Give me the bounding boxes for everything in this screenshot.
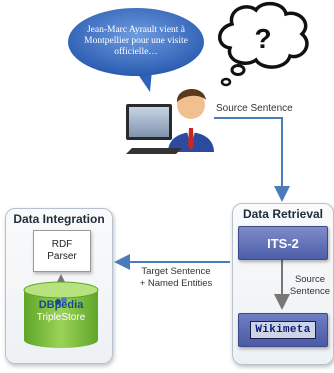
output-flow-line2: + Named Entities xyxy=(139,278,213,289)
rdf-parser-box: RDF Parser xyxy=(33,230,91,272)
rdf-parser-line1: RDF xyxy=(51,239,73,250)
triplestore-label: TripleStore xyxy=(36,312,86,323)
triplestore-label-group: DBpedia TripleStore xyxy=(24,299,98,324)
its2-box: ITS-2 xyxy=(238,226,328,260)
wikimeta-logo: Wikimeta xyxy=(250,321,316,339)
output-flow-label: Target Sentence + Named Entities xyxy=(124,266,228,290)
source-sentence-caption: Source Sentence xyxy=(216,103,293,114)
data-retrieval-title: Data Retrieval xyxy=(242,207,324,221)
speech-bubble-text: Jean-Marc Ayrault vient à Montpellier po… xyxy=(84,24,188,57)
wikimeta-box: Wikimeta xyxy=(238,313,328,347)
user-at-computer-icon xyxy=(126,88,214,154)
dbpedia-logo-text: DBpedia xyxy=(38,299,84,311)
retrieval-flow-line2: Sentence xyxy=(289,286,331,297)
thought-bubble: ? xyxy=(218,1,309,87)
retrieval-flow-label: Source Sentence xyxy=(286,274,334,298)
data-integration-title: Data Integration xyxy=(13,212,105,226)
its2-label: ITS-2 xyxy=(267,235,299,251)
rdf-parser-line2: Parser xyxy=(47,251,77,262)
question-mark-icon: ? xyxy=(254,23,271,54)
arrow-source-to-retrieval xyxy=(214,117,290,202)
retrieval-flow-line1: Source xyxy=(294,274,326,285)
output-flow-line1: Target Sentence xyxy=(141,266,211,277)
